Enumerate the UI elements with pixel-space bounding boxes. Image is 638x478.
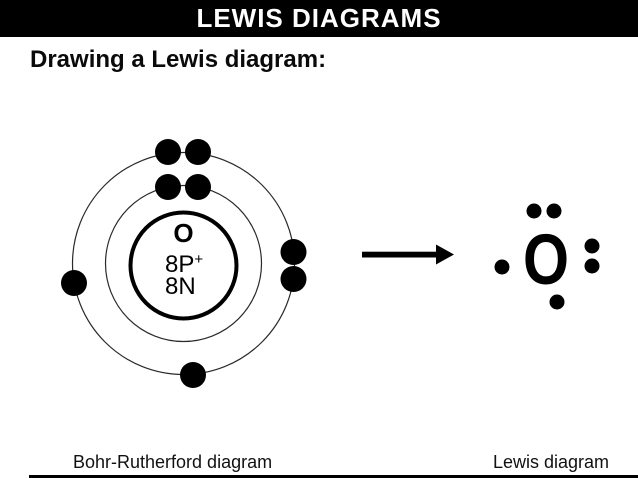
right-arrow-icon: [362, 244, 454, 265]
bohr-rutherford-diagram: O 8P+ 8N: [61, 139, 307, 388]
element-symbol: O: [523, 221, 569, 300]
protons-label: 8P+: [165, 251, 203, 278]
electron-dot: [280, 266, 307, 292]
subtitle-heading: Drawing a Lewis diagram:: [30, 46, 327, 73]
lewis-diagram: O: [494, 203, 600, 310]
nucleus-circle: [128, 210, 239, 321]
electron-dot: [180, 362, 206, 388]
bottom-divider-bar: [29, 475, 638, 478]
electron-dot: [280, 239, 307, 265]
protons-count: 8P: [165, 251, 194, 278]
electron-dot: [155, 174, 181, 200]
lewis-dot: [546, 203, 562, 219]
neutrons-label: 8N: [165, 273, 196, 300]
electron-dot: [185, 139, 211, 165]
protons-charge-superscript: +: [194, 251, 203, 268]
lewis-dot: [584, 238, 600, 254]
lewis-dot: [494, 259, 510, 275]
element-symbol: O: [173, 218, 193, 248]
bohr-diagram-caption: Bohr-Rutherford diagram: [73, 452, 273, 472]
electron-dot: [61, 270, 87, 296]
lewis-dot: [549, 294, 565, 310]
lewis-dot: [526, 203, 542, 219]
electron-dot: [155, 139, 181, 165]
page-title: LEWIS DIAGRAMS: [196, 3, 442, 33]
title-bar: LEWIS DIAGRAMS: [0, 0, 638, 37]
lewis-dot: [584, 258, 600, 274]
electron-dot: [185, 174, 211, 200]
lewis-diagram-caption: Lewis diagram: [493, 452, 610, 472]
inner-shell-orbit: [104, 184, 263, 343]
